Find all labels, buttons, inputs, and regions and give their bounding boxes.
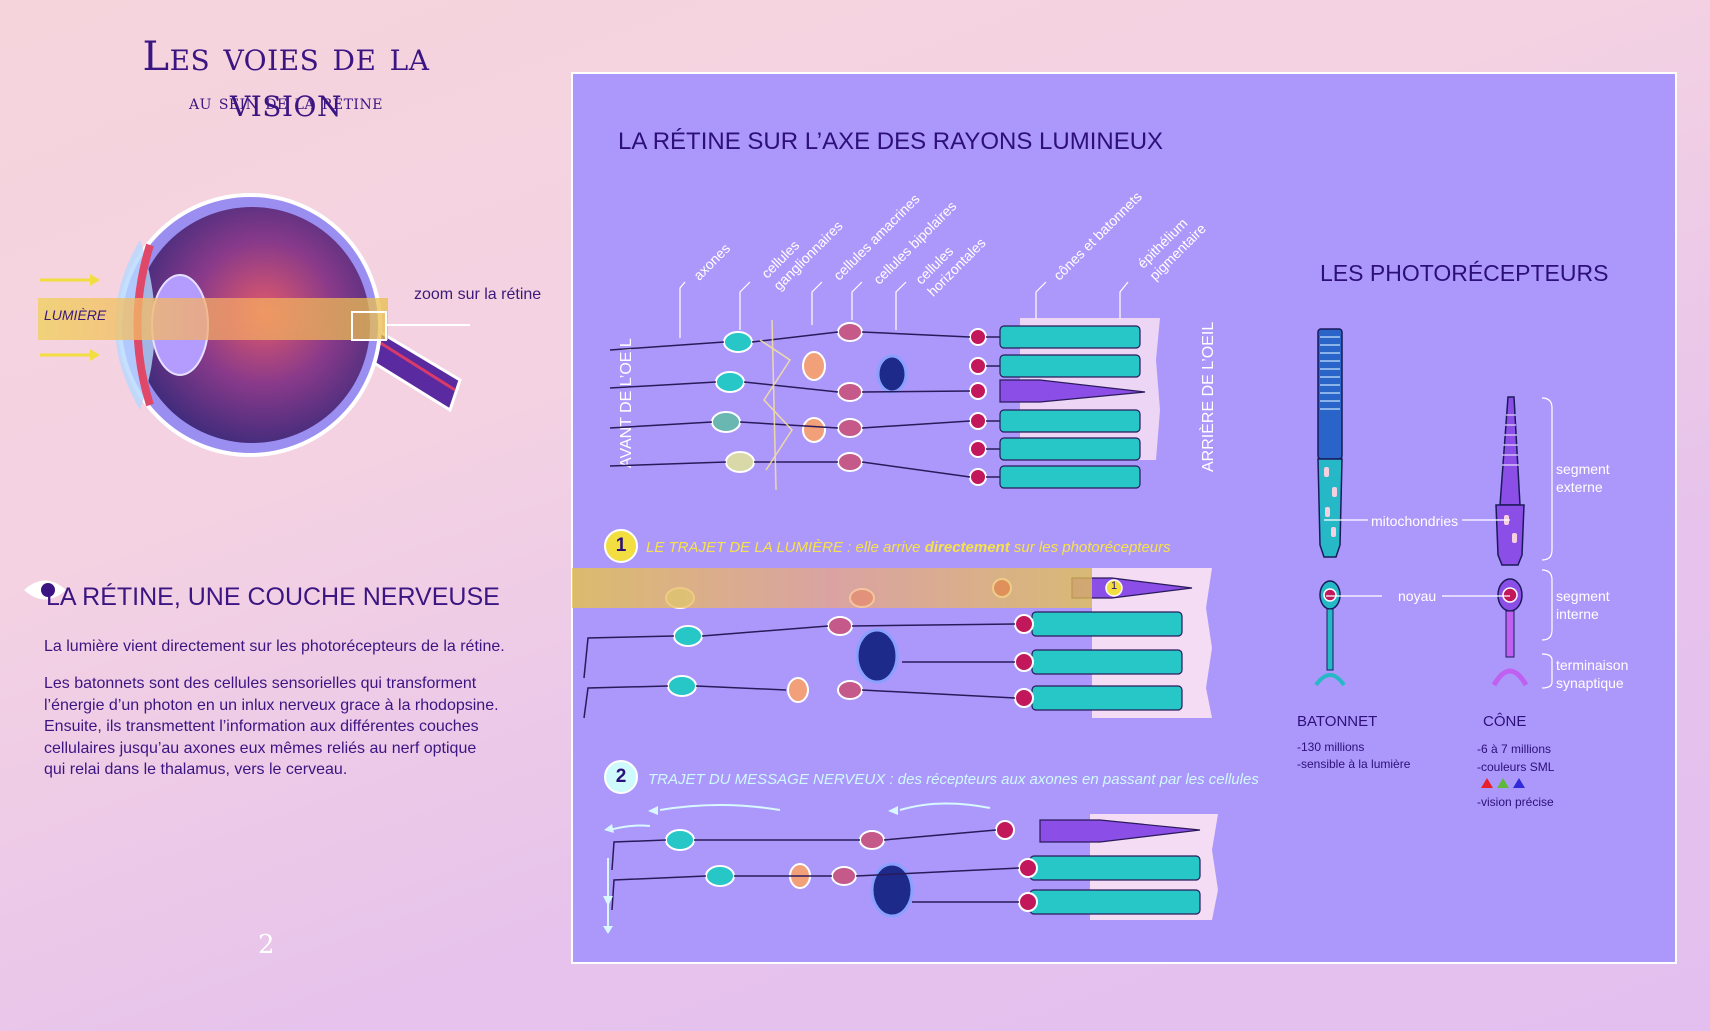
zoom-label: zoom sur la rétine [414, 286, 542, 303]
step-1-text-bold: directement [924, 539, 1010, 556]
panel-title: LA RÉTINE SUR L’AXE DES RAYONS LUMINEUX [618, 128, 1164, 155]
page-subtitle: au sein de la rétine [189, 90, 383, 114]
synaptic-label: terminaison synaptique [1556, 657, 1629, 691]
light-path-diagram [572, 568, 1212, 719]
photoreceptor-pointers [1324, 397, 1553, 689]
eye-icon [24, 580, 66, 600]
back-of-eye-label: ARRIÈRE DE L’OEIL [1200, 321, 1217, 472]
step-1-marker: 1 [1110, 580, 1118, 592]
photoreceptors-title: LES PHOTORÉCEPTEURS [1320, 260, 1609, 286]
eye-illustration [38, 193, 470, 457]
cone-stat-vision: -vision précise [1477, 795, 1554, 809]
nerve-message-diagram [603, 802, 1218, 934]
inner-segment-label: segment interne [1556, 588, 1610, 622]
sml-triangles-icon [1481, 778, 1525, 788]
mitochondria-label: mitochondries [1371, 513, 1459, 529]
cone-stat-colors: -couleurs SML [1477, 760, 1555, 774]
nucleus-label: noyau [1398, 588, 1437, 604]
step-2-circle: 2 [604, 760, 638, 794]
outer-segment-label: segment externe [1556, 461, 1610, 495]
page-title: Les voies de la vision [142, 34, 430, 126]
rod-illustration [1314, 328, 1346, 687]
page-number: 2 [258, 930, 275, 960]
cone-stat-count: -6 à 7 millions [1477, 742, 1552, 756]
step-1-text: LE TRAJET DE LA LUMIÈRE : elle arrive di… [646, 539, 1171, 556]
cone-name: CÔNE [1483, 713, 1527, 730]
rod-stat-count: -130 millions [1297, 740, 1365, 754]
retina-layers-diagram [609, 281, 1160, 491]
step-1-text-b: sur les photorécepteurs [1009, 539, 1171, 556]
section-title: LA RÉTINE, UNE COUCHE NERVEUSE [46, 583, 500, 611]
step-2-text: TRAJET DU MESSAGE NERVEUX : des récepteu… [648, 771, 1259, 788]
intro-text: La lumière vient directement sur les pho… [44, 638, 505, 655]
rod-name: BATONNET [1297, 713, 1378, 730]
cone-illustration [1491, 396, 1529, 687]
step-1-circle: 1 [604, 529, 638, 563]
step-1-text-a: LE TRAJET DE LA LUMIÈRE : elle arrive [646, 539, 925, 556]
light-label: LUMIÈRE [44, 307, 107, 323]
body-text: Les batonnets sont des cellules sensorie… [44, 675, 499, 778]
rod-stat-sensitivity: -sensible à la lumière [1297, 757, 1411, 771]
